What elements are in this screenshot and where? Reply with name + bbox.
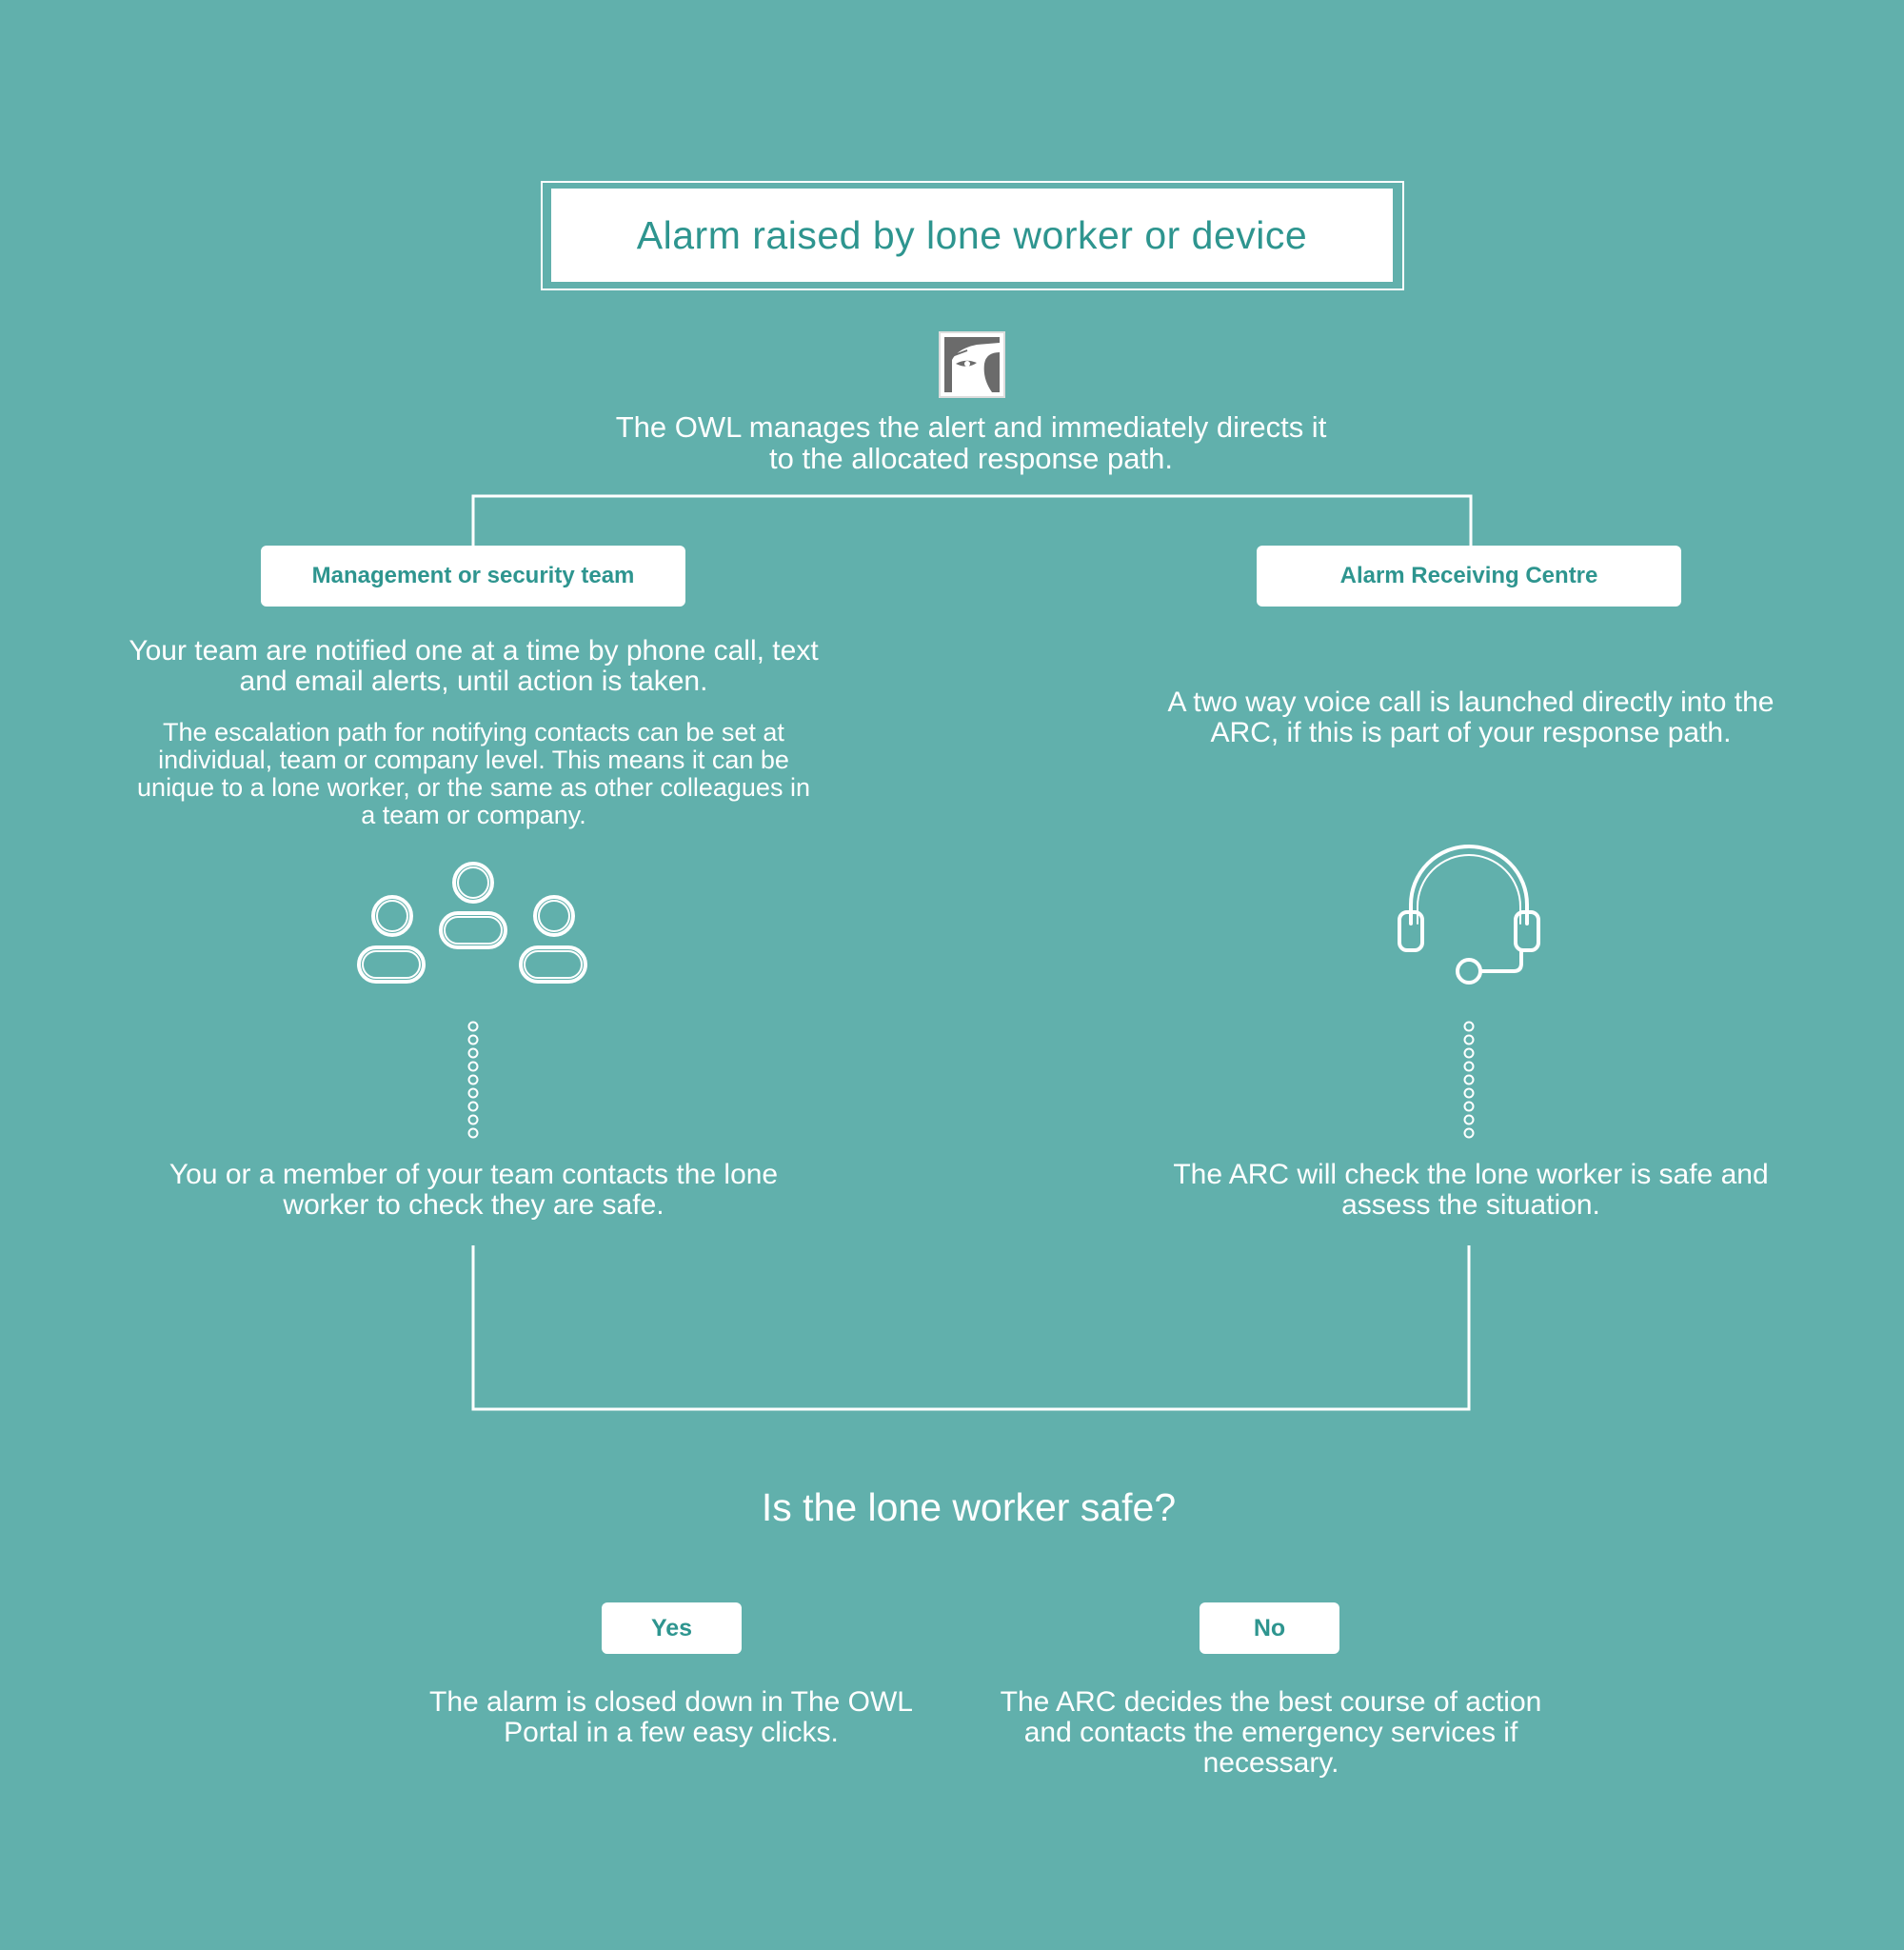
owl-description: The OWL manages the alert and immediatel… <box>615 410 1327 475</box>
yes-label-text: Yes <box>650 1614 693 1642</box>
no-label: No <box>1200 1602 1339 1654</box>
headset-icon <box>1398 845 1540 985</box>
owl-logo-icon <box>939 331 1005 398</box>
no-label-text: No <box>1253 1614 1286 1642</box>
branch-connector <box>471 494 1473 546</box>
page-title: Alarm raised by lone worker or device <box>636 212 1308 257</box>
decision-question: Is the lone worker safe? <box>761 1485 1177 1529</box>
management-outcome-text: You or a member of your team contacts th… <box>169 1159 779 1221</box>
arc-call-text: A two way voice call is launched directl… <box>1167 686 1775 748</box>
management-escalation-text: The escalation path for notifying contac… <box>137 718 810 829</box>
title-box: Alarm raised by lone worker or device <box>551 189 1393 282</box>
yes-outcome-text: The alarm is closed down in The OWL Port… <box>429 1686 913 1748</box>
yes-label: Yes <box>602 1602 742 1654</box>
team-people-icon <box>357 862 587 984</box>
alarm-receiving-centre-label: Alarm Receiving Centre <box>1257 546 1681 607</box>
title-frame <box>541 181 1404 290</box>
management-notify-text: Your team are notified one at a time by … <box>129 635 819 697</box>
dotted-connector-right <box>1463 1021 1475 1139</box>
dotted-connector-left <box>467 1021 479 1139</box>
management-team-label-text: Management or security team <box>311 563 635 588</box>
arc-outcome-text: The ARC will check the lone worker is sa… <box>1173 1159 1769 1221</box>
management-team-label: Management or security team <box>261 546 685 607</box>
alarm-receiving-centre-label-text: Alarm Receiving Centre <box>1339 563 1598 588</box>
merge-connector <box>471 1245 1471 1411</box>
no-outcome-text: The ARC decides the best course of actio… <box>1000 1686 1542 1779</box>
